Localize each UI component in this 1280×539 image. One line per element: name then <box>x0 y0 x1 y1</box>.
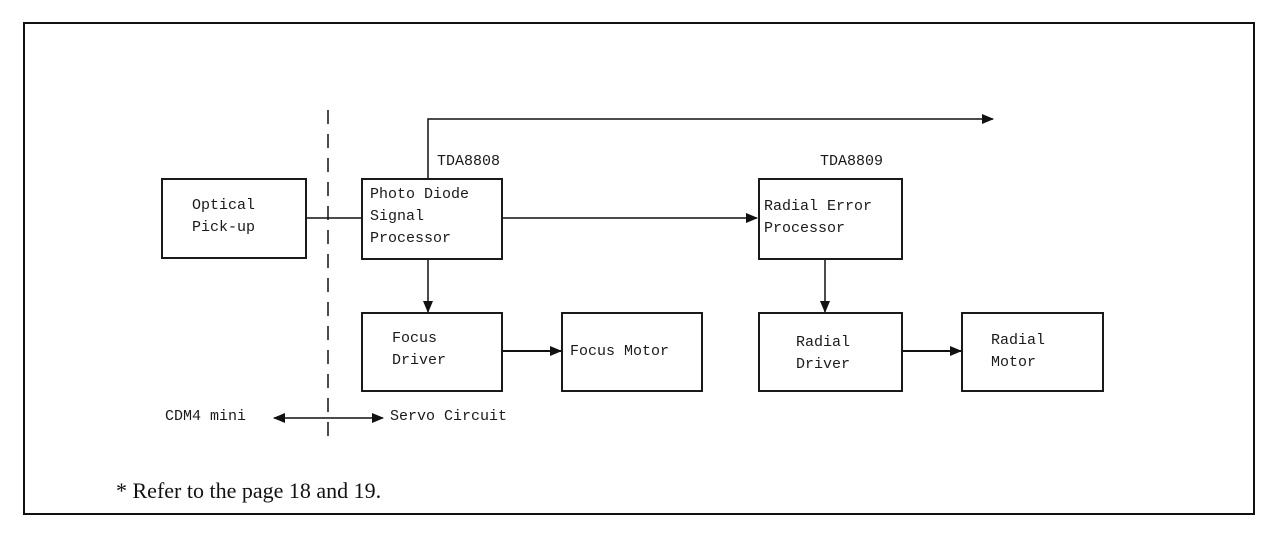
block-label-line: Focus Motor <box>570 343 670 360</box>
block-radial-motor: Radial Motor <box>961 312 1104 392</box>
block-radial-error-processor: Radial Error Processor <box>758 178 903 260</box>
footnote: * Refer to the page 18 and 19. <box>116 478 382 503</box>
block-label-line: Radial Error <box>764 198 873 215</box>
block-photo-diode-signal-processor: Photo Diode Signal Processor <box>361 178 503 260</box>
block-focus-driver: Focus Driver <box>361 312 503 392</box>
block-label-line: Radial <box>991 332 1046 349</box>
block-label-line: Processor <box>370 230 452 247</box>
block-label-line: Motor <box>991 354 1037 371</box>
outer-frame <box>23 22 1255 515</box>
arrow-photodiode-output <box>427 114 994 178</box>
block-label-line: Pick-up <box>192 219 256 236</box>
block-radial-driver: Radial Driver <box>758 312 903 392</box>
chip-label-tda8809: TDA8809 <box>820 153 884 170</box>
block-label-line: Optical <box>192 197 256 214</box>
block-label-line: Driver <box>796 356 851 373</box>
block-optical-pickup: Optical Pick-up <box>161 178 307 259</box>
boundary-label-left: CDM4 mini <box>165 408 247 425</box>
block-label-line: Focus <box>392 330 438 347</box>
boundary-label-right: Servo Circuit <box>390 408 508 425</box>
block-label-line: Photo Diode <box>370 186 470 203</box>
block-label-line: Driver <box>392 352 447 369</box>
block-label-line: Signal <box>370 208 425 225</box>
block-label-line: Processor <box>764 220 846 237</box>
block-label-line: Radial <box>796 334 851 351</box>
chip-label-tda8808: TDA8808 <box>437 153 501 170</box>
block-focus-motor: Focus Motor <box>561 312 703 392</box>
